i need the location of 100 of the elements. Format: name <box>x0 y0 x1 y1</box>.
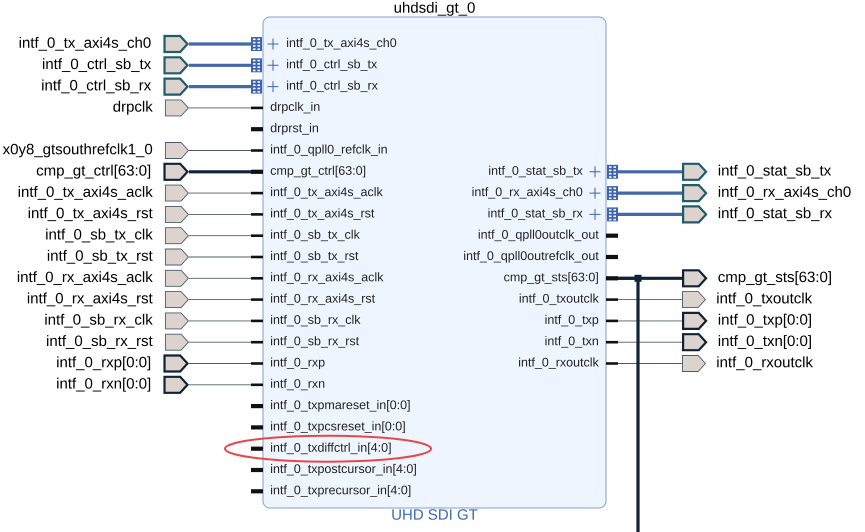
pin-label: intf_0_qpll0_refclk_in <box>271 144 387 156</box>
pin-label: intf_0_sb_tx_clk <box>271 230 360 242</box>
input-port: intf_0_rxn[0:0] <box>57 376 189 394</box>
node-label: intf_0_rxn[0:0] <box>57 378 150 392</box>
wire <box>188 384 252 386</box>
wire <box>188 235 252 236</box>
output-port: intf_0_rxoutclk <box>682 355 813 372</box>
node-label: intf_0_sb_tx_clk <box>46 228 153 242</box>
pin-label: intf_0_rx_axi4s_rst <box>271 294 376 306</box>
pin-label: intf_0_txp <box>545 314 598 326</box>
bus-wire <box>618 212 682 216</box>
pin-label: intf_0_rx_axi4s_aclk <box>271 272 384 284</box>
output-port: cmp_gt_sts[63:0] <box>682 269 831 288</box>
node-label: intf_0_ctrl_sb_rx <box>42 79 152 94</box>
pin-label: intf_0_stat_sb_rx <box>488 208 583 220</box>
wire <box>188 107 252 108</box>
bus-wire <box>189 85 251 88</box>
node-label: intf_0_sb_tx_rst <box>48 250 153 264</box>
bus-wire <box>189 42 251 46</box>
node-label: x0y8_gtsouthrefclk1_0 <box>2 143 152 158</box>
input-port: intf_0_sb_tx_rst <box>48 248 189 266</box>
input-port: intf_0_ctrl_sb_tx <box>43 56 189 74</box>
wire <box>188 150 252 151</box>
wire <box>618 299 682 300</box>
node-label: intf_0_rxoutclk <box>717 356 813 370</box>
node-label: intf_0_rx_axi4s_aclk <box>18 271 153 286</box>
input-port: intf_0_rx_axi4s_aclk <box>18 270 189 287</box>
node-label: drpclk <box>113 100 153 115</box>
output-port: intf_0_stat_sb_tx <box>682 162 832 181</box>
wire <box>188 299 252 300</box>
input-port: x0y8_gtsouthrefclk1_0 <box>2 142 189 159</box>
pin-label: intf_0_sb_rx_rst <box>271 336 360 348</box>
pin-label: intf_0_txpmareset_in[0:0] <box>271 400 410 412</box>
node-label: intf_0_tx_axi4s_ch0 <box>20 36 151 51</box>
output-port: intf_0_txn[0:0] <box>682 333 811 352</box>
bus-wire <box>618 192 682 195</box>
wire <box>188 320 252 322</box>
pin-label: intf_0_rxn <box>271 378 324 390</box>
pin-label: drpclk_in <box>270 102 320 114</box>
input-port: intf_0_ctrl_sb_rx <box>42 78 189 96</box>
node-label: intf_0_txn[0:0] <box>718 335 811 350</box>
pin-label: intf_0_txoutclk <box>520 294 599 306</box>
input-port: cmp_gt_ctrl[63:0] <box>36 162 189 181</box>
node-label: intf_0_rx_axi4s_ch0 <box>718 186 851 200</box>
pin-label: intf_0_qpll0outrefclk_out <box>464 250 599 263</box>
input-port: intf_0_rx_axi4s_rst <box>28 291 189 308</box>
wire <box>188 192 252 194</box>
pin-label: cmp_gt_ctrl[63:0] <box>270 166 366 178</box>
output-port: intf_0_stat_sb_rx <box>682 205 832 224</box>
pin-label: intf_0_txn <box>545 336 598 348</box>
node-label: intf_0_tx_axi4s_aclk <box>18 186 153 200</box>
node-label: intf_0_stat_sb_rx <box>718 207 832 222</box>
node-label: cmp_gt_ctrl[63:0] <box>36 164 150 179</box>
node-label: uhdsdi_gt_0 <box>394 2 475 16</box>
bus-wire <box>189 64 251 67</box>
wire <box>618 363 682 364</box>
pin-label: intf_0_rx_axi4s_ch0 <box>472 187 582 199</box>
node-label: intf_0_txoutclk <box>717 292 812 306</box>
pin-label: intf_0_txprecursor_in[4:0] <box>271 485 410 497</box>
pin-label: intf_0_qpll0outclk_out <box>478 230 599 242</box>
input-port: intf_0_tx_axi4s_aclk <box>18 184 189 202</box>
bus-wire <box>618 276 640 532</box>
pin-label: cmp_gt_sts[63:0] <box>504 272 598 284</box>
input-port: intf_0_sb_tx_clk <box>46 227 189 244</box>
input-port: intf_0_tx_axi4s_rst <box>28 206 189 223</box>
wire <box>618 342 682 343</box>
pin-label: intf_0_tx_axi4s_aclk <box>271 187 383 199</box>
pin-label: intf_0_txpostcursor_in[4:0] <box>271 464 416 476</box>
pin-label: intf_0_rxoutclk <box>519 357 599 369</box>
input-port: intf_0_tx_axi4s_ch0 <box>20 34 189 54</box>
input-port: drpclk <box>113 99 189 116</box>
node-label: intf_0_stat_sb_tx <box>718 164 832 179</box>
pin-label: intf_0_rxp <box>271 357 325 370</box>
bus-wire <box>189 170 251 174</box>
pin-label: intf_0_ctrl_sb_tx <box>287 59 378 71</box>
node-label: intf_0_sb_rx_rst <box>47 335 153 349</box>
input-port: intf_0_sb_rx_rst <box>47 334 189 351</box>
pin-label: intf_0_ctrl_sb_rx <box>287 80 378 92</box>
output-port: intf_0_txoutclk <box>682 291 812 308</box>
pin-label: drprst_in <box>270 123 318 135</box>
wire <box>618 320 682 322</box>
wire <box>188 278 252 279</box>
wire <box>188 214 252 215</box>
pin-label: intf_0_txdiffctrl_in[4:0] <box>271 442 391 454</box>
bus-wire <box>618 170 682 174</box>
wire <box>188 256 252 258</box>
node-label: intf_0_tx_axi4s_rst <box>28 207 153 222</box>
node-label: cmp_gt_sts[63:0] <box>718 271 831 286</box>
pin-label: intf_0_stat_sb_tx <box>489 166 583 178</box>
wire <box>188 342 252 343</box>
input-port: intf_0_rxp[0:0] <box>57 354 189 373</box>
output-port: intf_0_txp[0:0] <box>682 312 811 330</box>
pin-label: intf_0_tx_axi4s_ch0 <box>287 38 396 50</box>
pin-label: intf_0_sb_tx_rst <box>271 250 358 262</box>
node-label: intf_0_rx_axi4s_rst <box>28 292 153 306</box>
output-port: intf_0_rx_axi4s_ch0 <box>682 184 851 202</box>
node-label: intf_0_ctrl_sb_tx <box>42 58 152 72</box>
node-label: intf_0_sb_rx_clk <box>45 314 153 328</box>
wire <box>188 363 252 364</box>
pin-label: intf_0_tx_axi4s_rst <box>271 208 374 220</box>
